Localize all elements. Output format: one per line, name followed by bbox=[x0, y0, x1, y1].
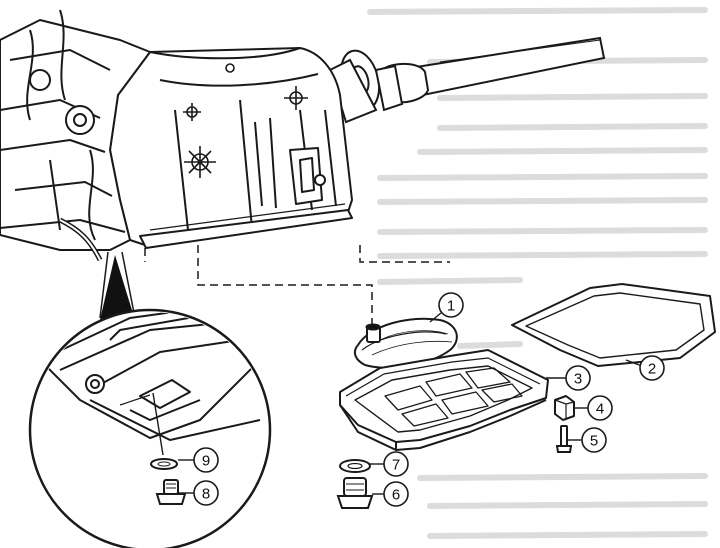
callout-1: 1 bbox=[438, 292, 464, 318]
callout-6: 6 bbox=[383, 481, 409, 507]
callout-6-label: 6 bbox=[392, 487, 400, 504]
callout-1-label: 1 bbox=[447, 298, 455, 315]
callout-8: 8 bbox=[193, 480, 219, 506]
callout-8-label: 8 bbox=[202, 486, 210, 503]
drive-shaft bbox=[328, 36, 606, 124]
callout-5-label: 5 bbox=[590, 433, 598, 450]
pan-bolt bbox=[555, 425, 573, 453]
dashed-guides bbox=[144, 245, 450, 330]
callout-5: 5 bbox=[581, 427, 607, 453]
drain-plug bbox=[336, 477, 374, 509]
callout-7-label: 7 bbox=[392, 457, 400, 474]
detail-view bbox=[28, 308, 272, 548]
callout-2-label: 2 bbox=[648, 361, 656, 378]
engine-block bbox=[0, 9, 151, 262]
pan-nut bbox=[554, 395, 575, 421]
bleed-through-text bbox=[367, 7, 708, 539]
callout-9-label: 9 bbox=[202, 453, 210, 470]
callout-4: 4 bbox=[587, 395, 613, 421]
pan-gasket bbox=[511, 283, 716, 367]
callout-4-label: 4 bbox=[596, 401, 604, 418]
magnifier-pointer bbox=[99, 251, 136, 320]
callout-2: 2 bbox=[639, 355, 665, 381]
oil-pan bbox=[339, 349, 549, 451]
callout-3-label: 3 bbox=[574, 371, 582, 388]
drain-washer bbox=[339, 459, 371, 473]
callout-9: 9 bbox=[193, 447, 219, 473]
callout-3: 3 bbox=[565, 365, 591, 391]
callout-7: 7 bbox=[383, 451, 409, 477]
transmission-housing bbox=[109, 47, 353, 249]
leader-lines bbox=[368, 312, 643, 495]
oil-filter bbox=[353, 317, 458, 369]
